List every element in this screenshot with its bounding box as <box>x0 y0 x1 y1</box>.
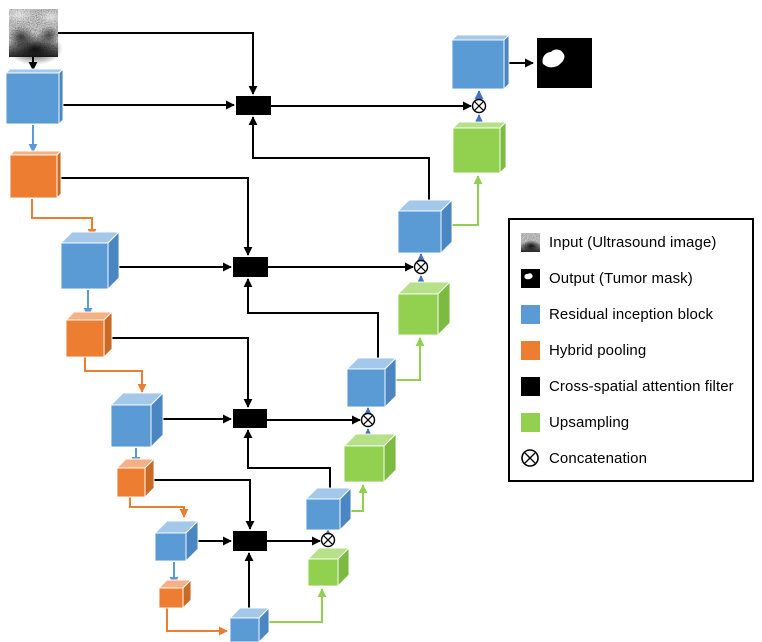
mask-thumb-icon <box>520 268 540 288</box>
legend-item-output: Output (Tumor mask) <box>510 261 752 295</box>
attention-filter-3 <box>233 409 267 428</box>
hybrid-pooling-1 <box>8 149 63 200</box>
residual-block-dec1 <box>450 33 511 91</box>
legend-item-label: Residual inception block <box>549 305 714 323</box>
residual-block-dec3 <box>345 356 398 409</box>
legend-item-label: Output (Tumor mask) <box>549 269 693 287</box>
upsampling-1 <box>451 120 508 175</box>
legend-item-input: Input (Ultrasound image) <box>510 225 752 259</box>
edge-dec3-to-upsample2 <box>386 337 425 381</box>
output-tumor-mask <box>537 38 592 88</box>
edge-pool1-skip-to-attn2 <box>57 177 253 256</box>
legend-item-residual: Residual inception block <box>510 297 752 331</box>
edge-pool3-skip-to-attn4 <box>149 479 255 530</box>
legend-item-pooling: Hybrid pooling <box>510 333 752 367</box>
edge-pool4-to-bottleneck <box>166 608 228 636</box>
residual-block-bottleneck <box>228 606 271 642</box>
input-ultrasound-image <box>3 7 63 65</box>
concat-3-concatenation-node <box>360 412 376 428</box>
attention-swatch <box>520 376 540 396</box>
edge-pool2-to-enc3 <box>84 357 147 393</box>
residual-block-enc1 <box>4 67 65 126</box>
residual-block-dec4 <box>304 486 353 532</box>
upsampling-4 <box>306 546 351 588</box>
residual-block-enc4 <box>153 519 200 563</box>
concat-1-concatenation-node <box>471 98 487 114</box>
hybrid-pooling-3 <box>115 457 156 499</box>
legend-item-label: Concatenation <box>549 449 648 467</box>
legend-item-label: Cross-spatial attention filter <box>549 377 734 395</box>
edge-pool1-to-enc2 <box>31 199 97 238</box>
hybrid-pooling-4 <box>157 578 193 610</box>
edge-input-skip-to-attn1 <box>58 32 258 95</box>
residual-block-enc2 <box>59 230 121 291</box>
concat-4-concatenation-node <box>320 532 336 548</box>
upsampling-2 <box>396 280 452 337</box>
residual-swatch <box>520 304 540 324</box>
legend-item-label: Hybrid pooling <box>549 341 647 359</box>
legend-item-label: Input (Ultrasound image) <box>549 233 717 251</box>
hybrid-pooling-2 <box>64 310 114 359</box>
ultrasound-thumb-icon <box>520 232 540 252</box>
attention-filter-1 <box>236 96 271 115</box>
edge-dec2-gate-to-attn1 <box>248 116 430 207</box>
concat-2-concatenation-node <box>413 259 429 275</box>
legend: Input (Ultrasound image) Output (Tumor m… <box>508 218 754 482</box>
residual-block-dec2 <box>396 198 454 255</box>
edge-dec3-gate-to-attn2 <box>243 278 379 364</box>
attention-filter-2 <box>233 257 268 277</box>
edge-dec2-to-upsample1 <box>442 175 483 226</box>
legend-item-concatenation: Concatenation <box>510 441 752 475</box>
edge-dec4-gate-to-attn3 <box>243 429 331 495</box>
upsampling-3 <box>342 432 398 484</box>
legend-item-label: Upsampling <box>549 413 630 431</box>
pooling-swatch <box>520 340 540 360</box>
legend-item-attention: Cross-spatial attention filter <box>510 369 752 403</box>
legend-item-upsampling: Upsampling <box>510 405 752 439</box>
edge-pool3-to-enc4 <box>129 497 189 518</box>
edge-bottleneck-to-upsample4 <box>262 588 327 623</box>
residual-block-enc3 <box>109 391 165 449</box>
upsampling-swatch <box>520 412 540 432</box>
edge-pool2-skip-to-attn3 <box>108 337 253 408</box>
concatenation-symbol-icon <box>520 448 540 468</box>
attention-filter-4 <box>233 531 267 551</box>
